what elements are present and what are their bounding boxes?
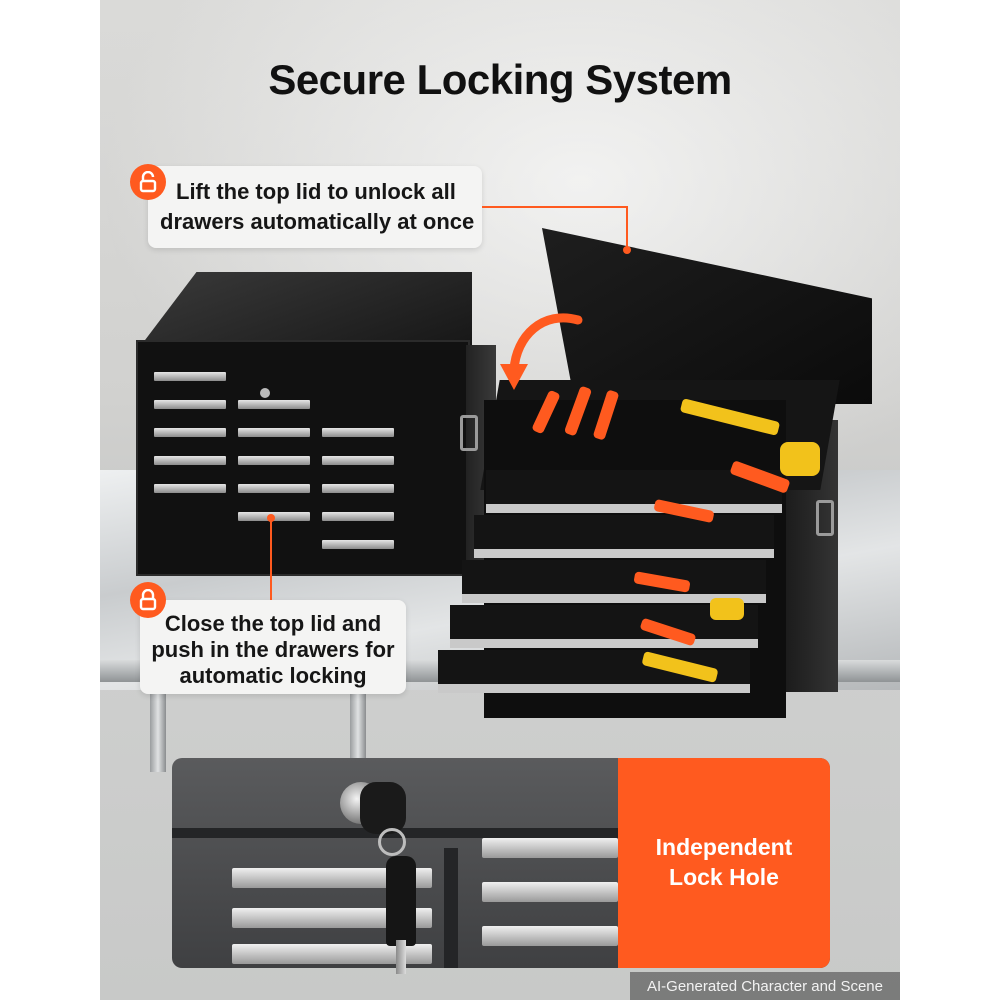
drawer-handle [238, 400, 310, 409]
ai-generated-note: AI-Generated Character and Scene [630, 972, 900, 1000]
side-handle [460, 415, 478, 451]
open-drawer [450, 605, 758, 648]
spare-key-icon [386, 856, 416, 946]
drawer-rail [232, 868, 432, 888]
drawer-handle [154, 428, 226, 437]
closed-chest-top [136, 272, 472, 352]
unlock-leader-line [626, 206, 628, 250]
open-drawer [486, 470, 782, 513]
unlock-leader-line [482, 206, 627, 208]
lock-hole-label: Independent Lock Hole [618, 758, 830, 968]
lock-leader-dot [267, 514, 275, 522]
workbench-leg [150, 682, 166, 772]
page-title: Secure Locking System [268, 56, 732, 103]
unlock-callout: Lift the top lid to unlock all drawers a… [148, 166, 482, 248]
lock-cylinder [260, 388, 270, 398]
key-tip [396, 940, 406, 974]
side-handle [816, 500, 834, 536]
drawer-handle [154, 456, 226, 465]
open-drawer [462, 560, 766, 603]
lock-callout-line1: Close the top lid and [164, 611, 382, 636]
lock-callout-line2: push in the drawers for [151, 637, 395, 662]
lock-hole-label-line1: Independent [655, 834, 793, 861]
drawer-handle [238, 428, 310, 437]
tape-measure-icon [710, 598, 744, 620]
lock-leader-line [270, 518, 272, 602]
drawer-rail [482, 926, 618, 946]
drawer-handle [322, 484, 394, 493]
unlock-callout-line2: drawers automatically at once [160, 209, 475, 234]
drawer-handle [154, 484, 226, 493]
drawer-handle [322, 456, 394, 465]
unlock-leader-dot [623, 246, 631, 254]
drawer-handle [154, 400, 226, 409]
drawer-divider [444, 848, 458, 968]
drawer-handle [238, 456, 310, 465]
closed-tool-chest [136, 340, 470, 576]
drawer-handle [238, 484, 310, 493]
drawer-handle [322, 428, 394, 437]
lock-callout: Close the top lid and push in the drawer… [140, 600, 406, 694]
unlocked-padlock-icon [130, 164, 166, 200]
unlock-callout-line1: Lift the top lid to unlock all [176, 179, 456, 204]
locked-padlock-icon [130, 582, 166, 618]
drawer-rail [232, 944, 432, 964]
lock-callout-line3: automatic locking [179, 663, 367, 688]
drawer-rail [232, 908, 432, 928]
drawer-rail [482, 882, 618, 902]
drawer-handle [322, 512, 394, 521]
workbench-leg [350, 682, 366, 762]
tape-measure-icon [780, 442, 820, 476]
key-icon [360, 782, 406, 834]
drawer-handle [154, 372, 226, 381]
lid-open-arrow-icon [500, 313, 583, 390]
drawer-rail [482, 838, 618, 858]
open-drawer [474, 515, 774, 558]
drawer-handle [322, 540, 394, 549]
key-ring-icon [378, 828, 406, 856]
lock-hole-label-line2: Lock Hole [669, 864, 779, 890]
